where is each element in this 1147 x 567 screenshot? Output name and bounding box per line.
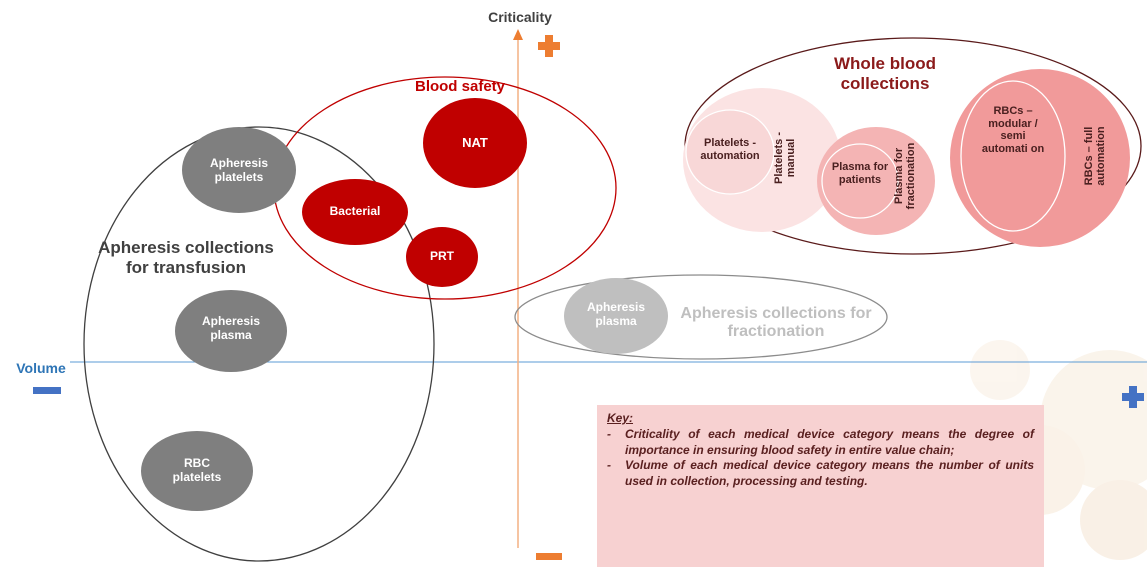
apheresis-plasma-right-node [564, 278, 668, 354]
prt-label: PRT [430, 249, 454, 263]
whole-blood-title: Whole blood collections [834, 54, 936, 93]
key-title: Key: [607, 411, 634, 425]
apheresis-transfusion-ellipse [83, 126, 435, 562]
plasma-for-patients-label: Plasma for patients [831, 161, 889, 186]
volume-plus-icon [1122, 386, 1144, 408]
key-box: Key: - Criticality of each medical devic… [597, 405, 1044, 567]
apheresis-plasma-left-label: Apheresis plasma [201, 314, 261, 342]
volume-label: Volume [16, 360, 66, 376]
rbc-platelets-node [141, 431, 253, 511]
key-item: - Criticality of each medical device cat… [607, 427, 1034, 459]
key-item: - Volume of each medical device category… [607, 458, 1034, 490]
platelets-automation-label: Platelets - automation [700, 137, 760, 162]
key-bullet: - [607, 458, 611, 473]
nat-node [423, 98, 527, 188]
key-bullet: - [607, 426, 611, 441]
apheresis-plasma-left-node [175, 290, 287, 372]
blood-safety-title: Blood safety [414, 78, 505, 95]
bacterial-node [302, 179, 408, 245]
prt-node [406, 227, 478, 287]
volume-minus-icon [33, 387, 61, 394]
platelets-automation-node [685, 109, 775, 195]
apheresis-plasma-right-label: Apheresis plasma [586, 300, 646, 328]
plasma-for-fractionation-label: Plasma for fractionation [893, 142, 918, 210]
rbcs-modular-node [960, 80, 1066, 232]
bacterial-label: Bacterial [329, 204, 381, 218]
criticality-arrowhead [513, 29, 523, 40]
apheresis-platelets-label: Apheresis platelets [209, 156, 269, 184]
criticality-label: Criticality [488, 9, 552, 25]
apheresis-fractionation-ellipse [514, 274, 888, 360]
rbc-platelets-label: RBC platelets [172, 456, 222, 484]
apheresis-fractionation-title: Apheresis collections for fractionation [680, 305, 872, 341]
rbcs-modular-label: RBCs – modular / semi automati on [981, 105, 1045, 155]
rbcs-full-label: RBCs – full automation [1083, 126, 1108, 186]
key-item-text: Volume of each medical device category m… [625, 458, 1034, 489]
key-item-text: Criticality of each medical device categ… [625, 426, 1034, 457]
criticality-plus-icon [538, 35, 560, 57]
apheresis-transfusion-title: Apheresis collections for transfusion [98, 238, 274, 277]
nat-label: NAT [462, 135, 488, 150]
platelets-manual-label: Platelets - manual [773, 132, 798, 184]
plasma-for-patients-node [821, 143, 899, 219]
criticality-minus-icon [536, 553, 562, 560]
apheresis-platelets-node [182, 127, 296, 213]
